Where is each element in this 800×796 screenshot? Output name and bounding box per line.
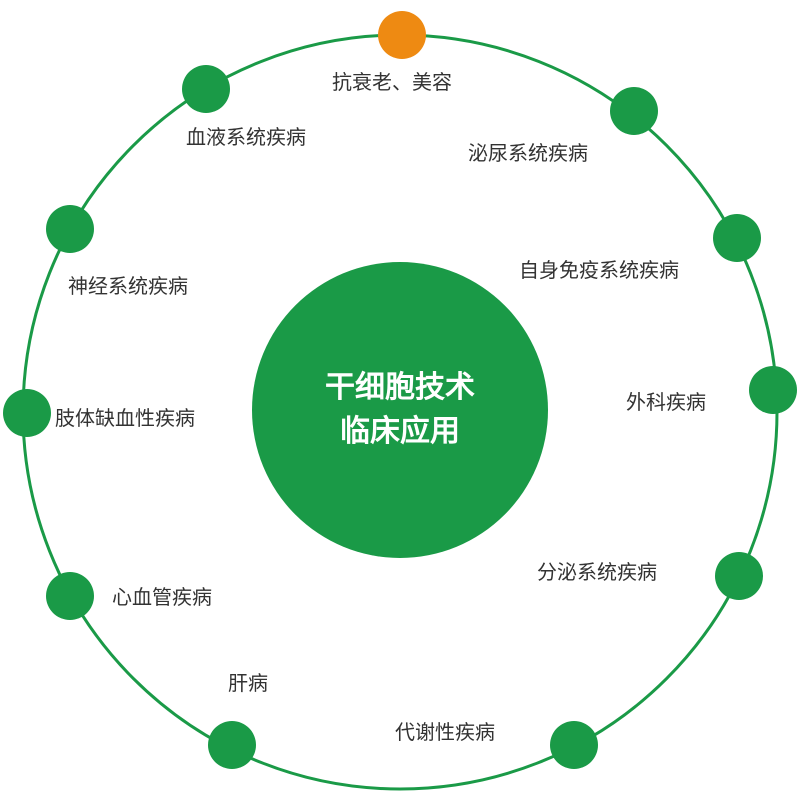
node-dot-ischemia bbox=[3, 389, 51, 437]
node-dot-anti-aging bbox=[378, 11, 426, 59]
node-dot-cardio bbox=[46, 572, 94, 620]
label-metabolic: 代谢性疾病 bbox=[395, 720, 495, 744]
label-cardio: 心血管疾病 bbox=[112, 585, 212, 609]
label-surgical: 外科疾病 bbox=[626, 390, 706, 414]
label-autoimmune: 自身免疫系统疾病 bbox=[519, 258, 679, 282]
label-neuro: 神经系统疾病 bbox=[68, 274, 188, 298]
label-urinary: 泌尿系统疾病 bbox=[468, 141, 588, 165]
node-dot-neuro bbox=[46, 205, 94, 253]
node-dot-surgical bbox=[749, 366, 797, 414]
label-endocrine: 分泌系统疾病 bbox=[537, 560, 657, 584]
label-blood: 血液系统疾病 bbox=[186, 125, 306, 149]
label-ischemia: 肢体缺血性疾病 bbox=[55, 406, 195, 430]
node-dot-metabolic bbox=[550, 721, 598, 769]
center-circle bbox=[252, 262, 548, 558]
node-dot-urinary bbox=[610, 87, 658, 135]
node-dot-blood bbox=[182, 65, 230, 113]
node-dot-endocrine bbox=[715, 552, 763, 600]
node-dots bbox=[3, 11, 797, 769]
label-anti-aging: 抗衰老、美容 bbox=[332, 70, 452, 94]
node-dot-liver bbox=[208, 721, 256, 769]
node-dot-autoimmune bbox=[713, 214, 761, 262]
label-liver: 肝病 bbox=[228, 671, 268, 695]
